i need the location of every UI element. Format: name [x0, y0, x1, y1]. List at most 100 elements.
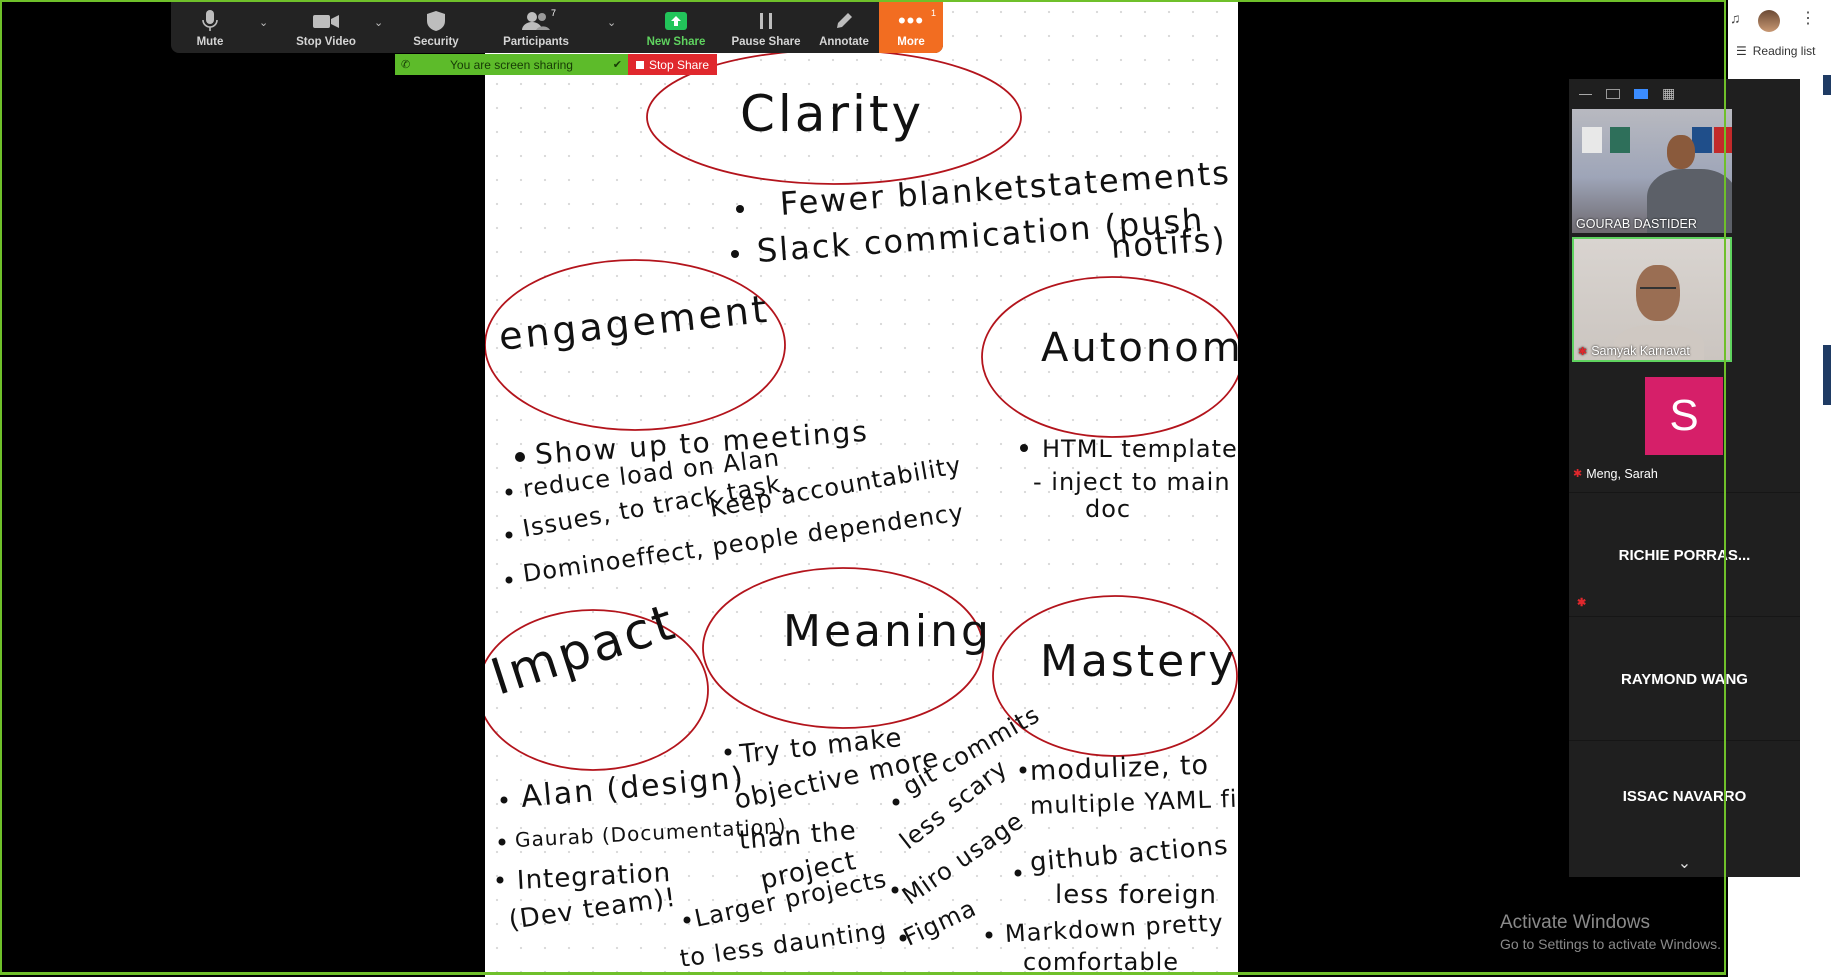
stop-share-button[interactable]: Stop Share — [628, 54, 717, 75]
clarity-item-3: notifs) — [1109, 219, 1228, 266]
oval-mastery — [992, 595, 1238, 757]
oval-meaning — [702, 567, 984, 729]
wall-shirt — [1714, 127, 1732, 153]
participant-name: RICHIE PORRAS... — [1618, 546, 1751, 564]
activate-subtitle: Go to Settings to activate Windows. — [1500, 936, 1721, 952]
participants-icon — [522, 12, 550, 30]
browser-menu-icon[interactable]: ⋮ — [1800, 10, 1816, 27]
participant-tile[interactable]: S ✱Meng, Sarah — [1569, 367, 1800, 492]
red-ovals — [485, 49, 1238, 942]
participant-tile[interactable]: RICHIE PORRAS... ✱ — [1569, 492, 1800, 617]
mute-label: Mute — [196, 36, 224, 48]
pencil-icon — [837, 13, 852, 28]
media-icon[interactable]: ♫ — [1730, 10, 1741, 26]
mute-button[interactable]: Mute — [185, 2, 235, 53]
participants-video-panel: — ▦ GOURAB DASTIDER ✱Samyak Karnavat S ✱… — [1569, 79, 1800, 877]
video-options-caret-icon[interactable]: ⌄ — [374, 17, 384, 29]
shield-check-icon: ✔ — [612, 59, 622, 71]
more-dots-icon: ••• — [897, 8, 925, 33]
participant-name: GOURAB DASTIDER — [1576, 217, 1697, 231]
minimize-icon[interactable]: — — [1579, 86, 1592, 101]
participant-name: ✱Meng, Sarah — [1573, 467, 1658, 481]
wall-shirt — [1610, 127, 1630, 153]
participants-caret-icon[interactable]: ⌄ — [607, 17, 617, 29]
windows-activation-watermark: Activate Windows Go to Settings to activ… — [1500, 912, 1721, 952]
muted-mic-icon: ✱ — [1573, 468, 1583, 480]
strip-view-icon[interactable] — [1634, 88, 1648, 99]
speaker-view-icon[interactable] — [1606, 88, 1620, 99]
scroll-down-chevron-icon[interactable]: ⌄ — [1677, 855, 1692, 872]
participant-name: ✱Samyak Karnavat — [1578, 344, 1690, 358]
participant-tile[interactable]: ISSAC NAVARRO — [1569, 740, 1800, 851]
sharing-indicator[interactable]: ✆ You are screen sharing ✔ — [395, 54, 628, 75]
autonomy-item-2: - inject to main — [1033, 468, 1231, 496]
video-camera-icon — [313, 15, 339, 28]
participant-figure — [1647, 169, 1732, 233]
screen-share-status-bar: ✆ You are screen sharing ✔ Stop Share — [395, 54, 717, 75]
page-accent — [1823, 75, 1831, 95]
participants-count: 7 — [551, 8, 557, 18]
page-accent — [1823, 345, 1831, 405]
new-share-button[interactable]: New Share — [631, 2, 721, 53]
participant-figure — [1614, 325, 1704, 360]
participant-face — [1667, 135, 1695, 169]
gallery-view-icon[interactable]: ▦ — [1662, 85, 1676, 101]
participants-button[interactable]: Participants — [491, 2, 581, 53]
browser-toolbar: ♫ ⋮ ☰ Reading list — [1728, 0, 1831, 75]
wall-poster — [1582, 127, 1602, 153]
participant-avatar: S — [1645, 377, 1723, 455]
participant-video-tile-active-speaker[interactable]: ✱Samyak Karnavat — [1572, 237, 1732, 362]
meeting-controls-toolbar: Mute ⌄ Stop Video ⌄ Security Participant… — [171, 2, 943, 53]
more-button[interactable]: ••• More 1 — [879, 2, 943, 53]
stop-video-button[interactable]: Stop Video — [286, 2, 366, 53]
security-label: Security — [413, 36, 459, 48]
stop-icon — [635, 60, 644, 69]
sharing-status-text: You are screen sharing — [450, 57, 573, 72]
meaning-title: Meaning — [783, 606, 992, 657]
participants-label: Participants — [503, 36, 569, 48]
glasses — [1640, 287, 1676, 295]
participant-face — [1636, 265, 1680, 321]
mastery-item-6: comfortable — [1023, 948, 1180, 976]
share-screen-icon — [665, 12, 687, 30]
pause-share-button[interactable]: Pause Share — [721, 2, 811, 53]
muted-mic-icon: ✱ — [1577, 597, 1587, 609]
microphone-icon — [202, 10, 218, 31]
participant-name: RAYMOND WANG — [1621, 670, 1748, 688]
reading-list-button[interactable]: ☰ Reading list — [1736, 44, 1815, 58]
stop-video-label: Stop Video — [296, 36, 356, 48]
participant-tile[interactable]: RAYMOND WANG — [1569, 616, 1800, 741]
participant-video-tile[interactable]: GOURAB DASTIDER — [1572, 109, 1732, 233]
new-share-label: New Share — [646, 36, 706, 48]
mastery-item-4: less foreign — [1055, 880, 1217, 910]
participant-name: ISSAC NAVARRO — [1622, 787, 1747, 805]
shared-whiteboard: Clarity Fewer blanketstatements Slack co… — [485, 0, 1238, 977]
reading-list-label: Reading list — [1752, 44, 1816, 58]
more-badge: 1 — [931, 8, 937, 18]
pause-icon — [760, 13, 772, 29]
autonomy-title: Autonomy — [1041, 325, 1238, 371]
panel-view-controls: — ▦ — [1569, 79, 1800, 108]
pause-share-label: Pause Share — [731, 36, 801, 48]
shield-icon — [427, 11, 445, 31]
phone-icon: ✆ — [401, 59, 411, 71]
wall-shirt — [1692, 127, 1712, 153]
annotate-label: Annotate — [819, 36, 869, 48]
oval-impact — [485, 609, 709, 771]
clarity-title: Clarity — [740, 85, 925, 143]
audio-options-caret-icon[interactable]: ⌄ — [259, 17, 269, 29]
stop-share-label: Stop Share — [648, 57, 710, 72]
muted-mic-icon: ✱ — [1578, 345, 1588, 358]
security-button[interactable]: Security — [396, 2, 476, 53]
mastery-item-1: modulize, to — [1029, 749, 1210, 787]
more-label: More — [897, 36, 925, 48]
mastery-title: Mastery — [1040, 636, 1238, 687]
autonomy-item-1: HTML template — [1042, 435, 1238, 463]
oval-engagement — [485, 259, 786, 431]
reading-list-icon: ☰ — [1736, 44, 1747, 58]
profile-avatar[interactable] — [1758, 10, 1780, 32]
annotate-button[interactable]: Annotate — [811, 2, 877, 53]
autonomy-item-3: doc — [1085, 495, 1132, 523]
oval-autonomy — [981, 276, 1238, 438]
activate-title: Activate Windows — [1500, 912, 1650, 933]
